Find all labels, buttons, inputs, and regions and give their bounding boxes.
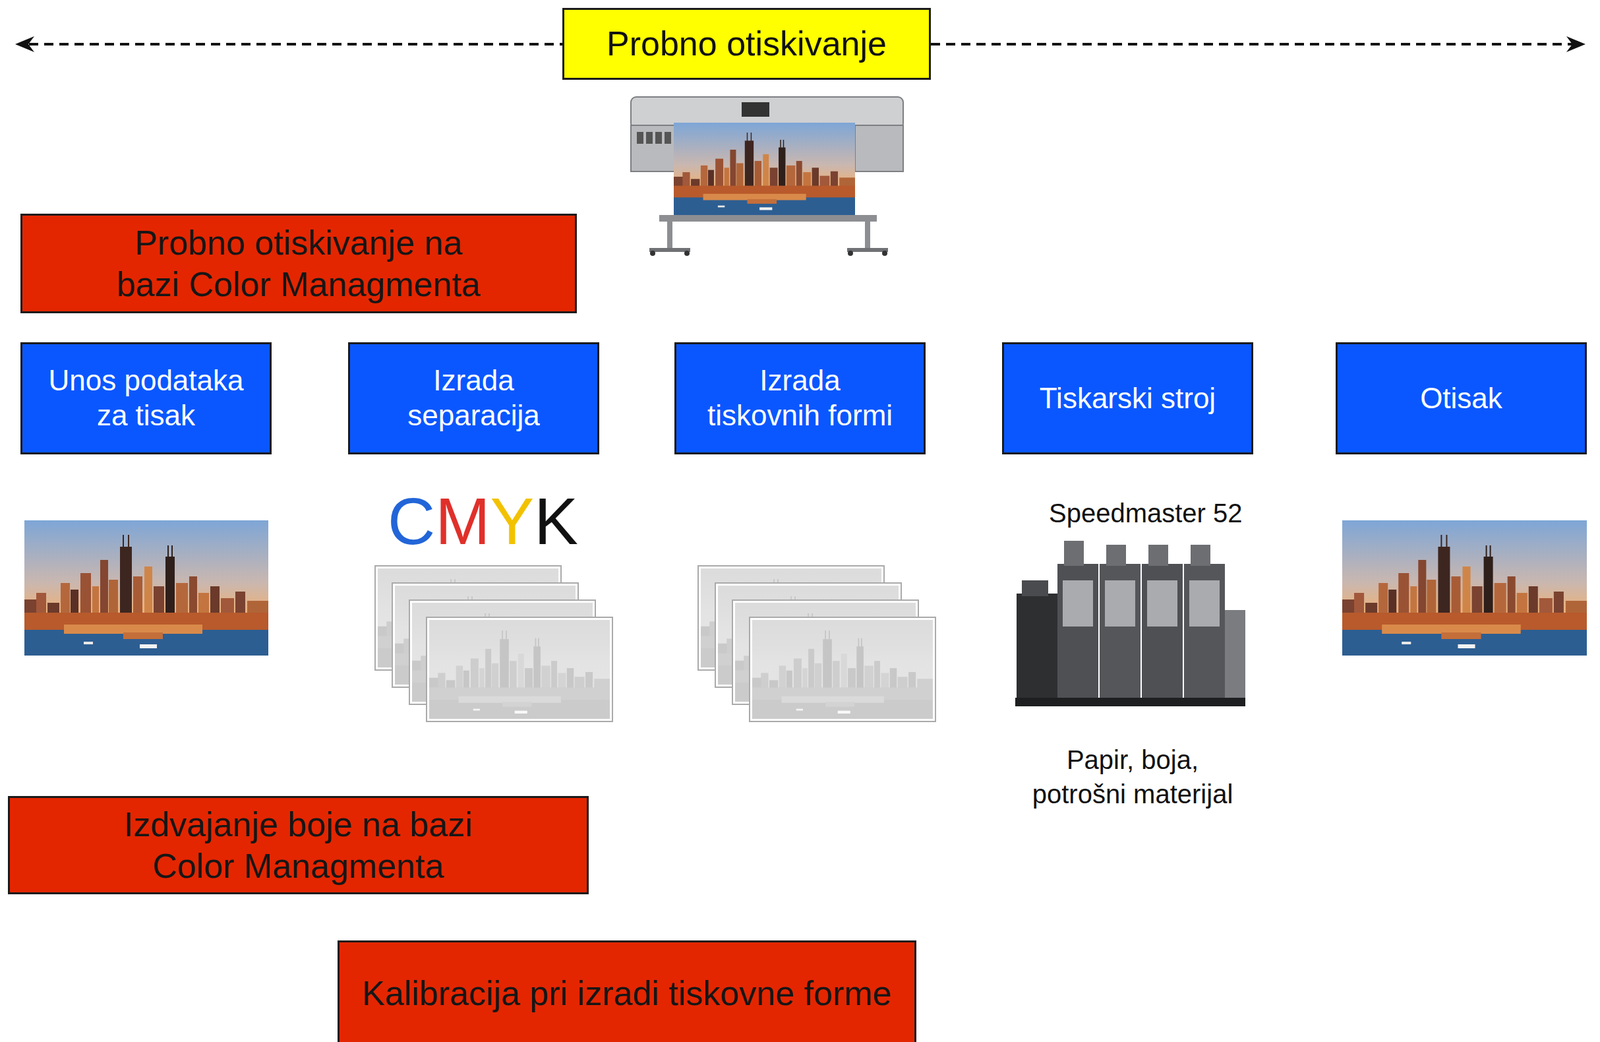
- unit-panel: [1147, 580, 1178, 627]
- wheel: [847, 250, 854, 256]
- output-photo: [1342, 520, 1587, 656]
- press-feeder: [1016, 593, 1058, 699]
- ink-tower: [1106, 544, 1126, 566]
- box-text: Otisak: [1420, 381, 1503, 416]
- ink-slot: [664, 131, 672, 144]
- box-text: Izrada separacija: [375, 363, 573, 434]
- plate-image: [752, 619, 933, 719]
- box-text: Izdvajanje boje na bazi Color Managmenta: [108, 803, 488, 887]
- printer-side: [630, 125, 675, 172]
- plate: [749, 617, 936, 722]
- dashed-line: [29, 42, 563, 46]
- press-delivery: [1224, 609, 1246, 699]
- machine-name: Speedmaster 52: [1048, 495, 1243, 531]
- printer-leg: [864, 221, 871, 250]
- box-text: Tiskarski stroj: [1039, 381, 1216, 416]
- unit-panel: [1189, 580, 1220, 627]
- ink-slot: [655, 131, 662, 144]
- box-text: Probno otiskivanje na bazi Color Managme…: [109, 222, 489, 305]
- arrowhead: [15, 36, 35, 53]
- cmyk-label: CMYK: [387, 487, 579, 554]
- arrowhead: [1566, 36, 1586, 53]
- printer-leg: [667, 221, 673, 250]
- press-feeder-top: [1021, 580, 1049, 596]
- dashed-line: [930, 42, 1573, 46]
- printer-side: [855, 125, 904, 172]
- printing-plates: [698, 565, 936, 722]
- wheel: [684, 250, 690, 256]
- wheel: [882, 250, 888, 256]
- ink-tower: [1148, 544, 1169, 566]
- unit-panel: [1062, 580, 1094, 627]
- ink-slot: [646, 131, 653, 144]
- press-unit: [1184, 563, 1225, 699]
- printer-foot: [847, 247, 889, 252]
- printer-base: [659, 214, 877, 222]
- box-text: Kalibracija pri izradi tiskovne forme: [361, 972, 892, 1014]
- process-note: Probno otiskivanje na bazi Color Managme…: [20, 213, 577, 314]
- press-unit: [1057, 563, 1099, 699]
- wheel: [650, 250, 656, 256]
- ink-slot: [636, 131, 644, 144]
- process-box: Izrada separacija: [348, 342, 600, 455]
- process-box: Otisak: [1335, 342, 1587, 455]
- sheet-image: [429, 619, 610, 719]
- process-box: Unos podataka za tisak: [20, 342, 272, 455]
- press-unit: [1141, 563, 1183, 699]
- input-photo: [24, 520, 269, 656]
- press-base: [1015, 697, 1246, 707]
- printer-display: [741, 102, 770, 117]
- box-text: Unos podataka za tisak: [47, 363, 246, 434]
- unit-panel: [1104, 580, 1136, 627]
- materials-note: Papir, boja, potrošni materijal: [1020, 742, 1245, 811]
- process-note: Izdvajanje boje na bazi Color Managmenta: [7, 795, 589, 894]
- print-photo: [673, 122, 856, 215]
- process-note: Kalibracija pri izradi tiskovne forme: [337, 940, 917, 1042]
- box-text: Izrada tiskovnih formi: [701, 363, 900, 434]
- process-box: Tiskarski stroj: [1002, 342, 1254, 455]
- ink-tower: [1190, 544, 1211, 566]
- box-text: Probno otiskivanje: [606, 23, 887, 64]
- ink-tower: [1064, 540, 1084, 566]
- title-box: Probno otiskivanje: [562, 7, 931, 80]
- proof-printer: [630, 96, 904, 256]
- process-box: Izrada tiskovnih formi: [674, 342, 926, 455]
- sheet: [426, 617, 613, 722]
- separation-sheets: [375, 565, 613, 722]
- press-unit: [1099, 563, 1141, 699]
- offset-press: [1015, 540, 1246, 707]
- printer-foot: [649, 247, 691, 252]
